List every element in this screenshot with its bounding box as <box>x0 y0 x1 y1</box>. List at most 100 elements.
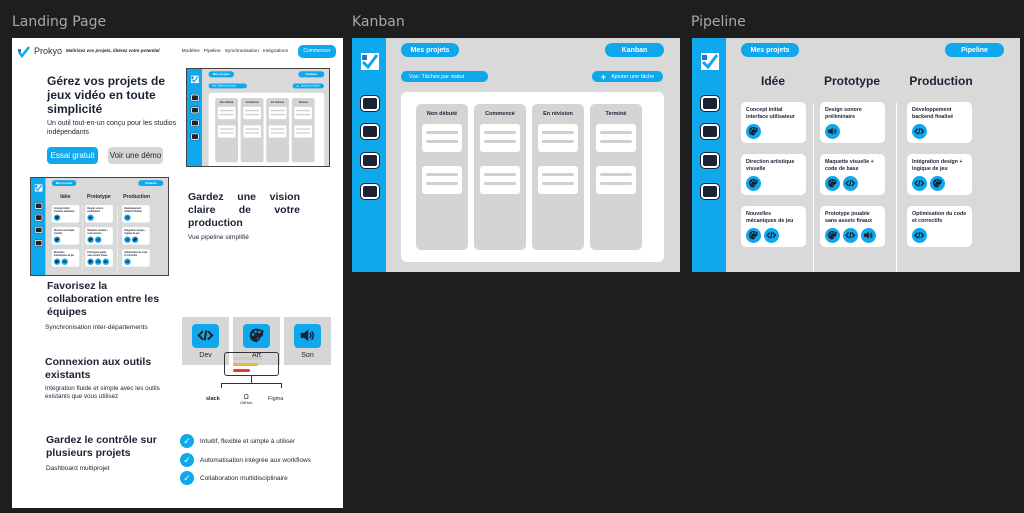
document-icon[interactable] <box>34 214 43 221</box>
dashboard-icon[interactable] <box>190 94 199 102</box>
dashboard-icon[interactable] <box>361 96 379 111</box>
task-card[interactable] <box>268 106 287 120</box>
calendar-icon[interactable] <box>34 239 43 247</box>
speaker-icon <box>861 227 876 243</box>
palette-icon <box>53 258 61 265</box>
code-icon <box>124 236 131 243</box>
vision-section: Gardez une vision claire de votre produc… <box>188 191 300 241</box>
prokyo-logo-icon[interactable] <box>190 75 199 84</box>
nav-pipeline[interactable]: Pipeline <box>203 48 221 54</box>
my-projects-button[interactable]: Mes projets <box>208 71 235 78</box>
document-icon[interactable] <box>701 124 719 139</box>
dashboard-icon[interactable] <box>701 96 719 111</box>
nav-synchronisation[interactable]: Synchronisation <box>224 48 259 54</box>
task-card[interactable] <box>294 125 312 138</box>
prokyo-logo-icon[interactable] <box>361 53 379 70</box>
view-kanban-button[interactable]: Kanban <box>605 43 664 57</box>
task-card[interactable] <box>480 124 520 152</box>
calendar-icon[interactable] <box>361 184 379 199</box>
landing-page-frame[interactable]: Prokyo Maîtrisez vos projets, libérez vo… <box>12 38 343 508</box>
pipeline-card[interactable]: Nouvelles mécaniques de jeu <box>741 206 806 247</box>
pipeline-card[interactable]: Design sonore préliminaire <box>85 205 113 223</box>
view-kanban-button[interactable]: Kanban <box>298 71 325 78</box>
kanban-column: En révision <box>532 104 584 250</box>
placeholder-line <box>270 132 285 134</box>
pipeline-card[interactable]: Intégration design + logique de jeu <box>907 154 972 195</box>
task-card[interactable] <box>217 106 236 120</box>
task-card[interactable] <box>268 125 287 138</box>
code-icon <box>124 214 131 221</box>
my-projects-button[interactable]: Mes projets <box>741 43 799 57</box>
task-card[interactable] <box>422 166 462 194</box>
task-card[interactable] <box>217 125 236 138</box>
demo-button[interactable]: Voir une démo <box>108 147 163 164</box>
pipeline-card[interactable]: Maquette visuelle + code de base <box>820 154 885 195</box>
add-task-button[interactable]: +Ajouter une tâche <box>592 71 663 82</box>
task-card[interactable] <box>538 166 578 194</box>
link-icon[interactable] <box>190 119 199 127</box>
pipeline-card[interactable]: Développement backend finalisé <box>907 102 972 143</box>
pipeline-card[interactable]: Intégration design + logique de jeu <box>122 227 150 245</box>
view-filter-button[interactable]: Vue: Tâches par statut <box>401 71 488 82</box>
document-icon[interactable] <box>190 106 199 114</box>
task-card[interactable] <box>596 124 636 152</box>
calendar-icon[interactable] <box>701 184 719 199</box>
card-tags <box>746 123 802 139</box>
my-projects-button[interactable]: Mes projets <box>51 180 77 187</box>
task-card[interactable] <box>538 124 578 152</box>
view-pipeline-button[interactable]: Pipeline <box>138 180 164 187</box>
pipeline-card[interactable]: Concept initial interface utilisateur <box>741 102 806 143</box>
pipeline-card[interactable]: Optimisation du code et correctifs <box>907 206 972 247</box>
task-card[interactable] <box>422 124 462 152</box>
main-nav: Modèles Pipeline Synchronisation Intégra… <box>182 49 288 54</box>
add-task-button[interactable]: +Ajouter une tâche <box>292 83 324 89</box>
palette-icon <box>53 236 61 243</box>
palette-icon <box>825 175 840 191</box>
pipeline-card[interactable]: Prototype jouable sans assets finaux <box>85 249 113 267</box>
pipeline-card[interactable]: Maquette visuelle + code de base <box>85 227 113 245</box>
dashboard-icon[interactable] <box>34 202 43 209</box>
nav-integrations[interactable]: Intégrations <box>262 48 288 54</box>
link-icon[interactable] <box>361 153 379 168</box>
nav-modeles[interactable]: Modèles <box>181 48 200 54</box>
code-icon <box>192 323 219 348</box>
commencer-button[interactable]: Commencer <box>298 44 336 58</box>
palette-icon <box>53 214 61 221</box>
card-title: Concept initial interface utilisateur <box>746 107 795 120</box>
task-card[interactable] <box>596 166 636 194</box>
pipeline-card[interactable]: Direction artistique visuelle <box>51 227 80 245</box>
calendar-icon[interactable] <box>190 133 199 140</box>
prokyo-logo-icon[interactable] <box>701 53 719 70</box>
pipeline-card[interactable]: Direction artistique visuelle <box>741 154 806 195</box>
task-card[interactable] <box>480 166 520 194</box>
prokyo-logo-icon[interactable] <box>34 184 43 192</box>
link-icon[interactable] <box>701 153 719 168</box>
link-icon[interactable] <box>34 226 43 234</box>
free-trial-button[interactable]: Essai gratuit <box>47 147 98 164</box>
pipeline-card[interactable]: Design sonore préliminaire <box>820 102 885 143</box>
card-title: Prototype jouable sans assets finaux <box>825 211 873 224</box>
pipeline-card[interactable]: Prototype jouable sans assets finaux <box>820 206 885 247</box>
task-card[interactable] <box>243 106 261 120</box>
sidebar <box>692 38 726 272</box>
kanban-column: Commencé <box>240 98 264 163</box>
card-tags <box>87 214 111 221</box>
tile-label: Dev <box>199 351 212 359</box>
task-card[interactable] <box>243 125 261 138</box>
task-card[interactable] <box>294 106 312 120</box>
pipeline-card[interactable]: Nouvelles mécaniques de jeu <box>51 249 80 267</box>
my-projects-button[interactable]: Mes projets <box>401 43 459 57</box>
card-tags <box>912 227 968 243</box>
placeholder-line <box>245 128 260 130</box>
pipeline-card[interactable]: Développement backend finalisé <box>122 205 150 223</box>
plus-icon: + <box>600 71 607 82</box>
check-icon: ✓ <box>180 453 194 467</box>
view-filter-button[interactable]: Vue: Tâches par statut <box>208 83 247 89</box>
pipeline-card[interactable]: Concept initial interface utilisateur <box>51 205 80 223</box>
view-pipeline-button[interactable]: Pipeline <box>945 43 1004 57</box>
pipeline-card[interactable]: Optimisation du code et correctifs <box>122 249 150 267</box>
document-icon[interactable] <box>361 124 379 139</box>
